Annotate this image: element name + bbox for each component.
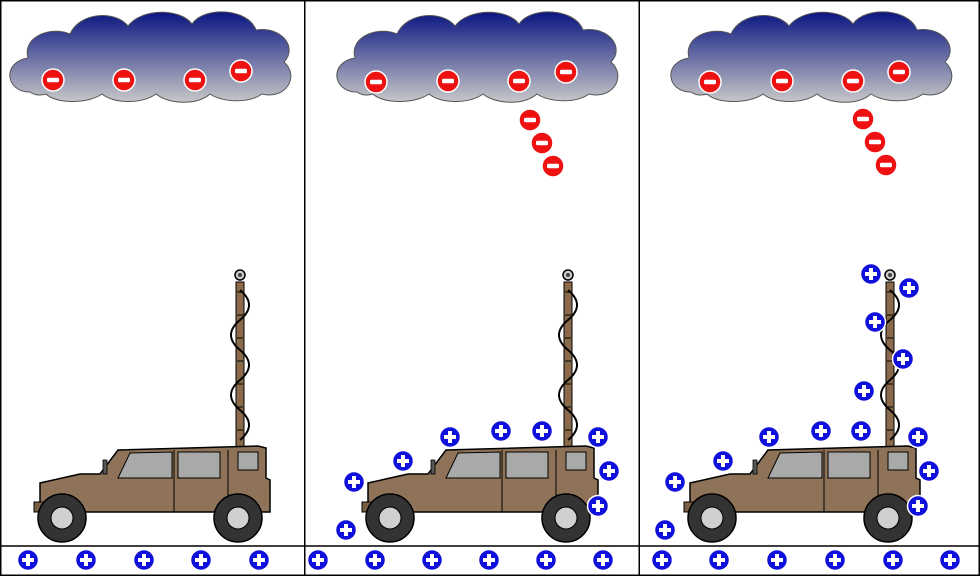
negative-charge-icon <box>518 108 542 132</box>
vehicle-positive-charges <box>653 419 941 542</box>
positive-charge-icon <box>707 548 731 572</box>
storm-cloud <box>9 11 292 103</box>
negative-charge-icon <box>841 69 865 93</box>
positive-charge-icon <box>420 548 444 572</box>
positive-charge-icon <box>597 459 621 483</box>
negative-charge-icon <box>41 68 65 92</box>
positive-charge-icon <box>663 470 687 494</box>
panel-2 <box>306 11 621 572</box>
negative-charge-icon <box>229 59 253 83</box>
positive-charge-icon <box>765 548 789 572</box>
positive-charge-icon <box>586 425 610 449</box>
positive-charge-icon <box>391 449 415 473</box>
front-wheel <box>687 493 737 543</box>
ground-positive-charges <box>650 548 962 572</box>
positive-charge-icon <box>711 449 735 473</box>
panel-3 <box>650 11 962 572</box>
military-vehicle <box>361 269 599 543</box>
positive-charge-icon <box>938 548 962 572</box>
rear-wheel <box>863 493 913 543</box>
negative-charge-icon <box>851 107 875 131</box>
positive-charge-icon <box>342 470 366 494</box>
antenna-mast <box>558 269 578 451</box>
negative-charge-icon <box>364 70 388 94</box>
cloud-negative-charges <box>41 59 253 92</box>
negative-charge-icon <box>112 68 136 92</box>
military-vehicle <box>33 269 271 543</box>
positive-charge-icon <box>16 548 40 572</box>
positive-charge-icon <box>859 262 883 286</box>
negative-charge-icon <box>770 69 794 93</box>
positive-charge-icon <box>917 459 941 483</box>
positive-charge-icon <box>906 494 930 518</box>
positive-charge-icon <box>74 548 98 572</box>
positive-charge-icon <box>438 425 462 449</box>
positive-charge-icon <box>849 419 873 443</box>
positive-charge-icon <box>189 548 213 572</box>
negative-charge-icon <box>698 70 722 94</box>
positive-charge-icon <box>477 548 501 572</box>
positive-charge-icon <box>863 310 887 334</box>
positive-charge-icon <box>334 518 358 542</box>
negative-charge-icon <box>183 68 207 92</box>
positive-charge-icon <box>650 548 674 572</box>
positive-charge-icon <box>363 548 387 572</box>
falling-negative-charges <box>518 108 565 178</box>
ground-positive-charges <box>16 548 271 572</box>
rear-wheel <box>541 493 591 543</box>
cloud-negative-charges <box>698 60 911 94</box>
negative-charge-icon <box>554 60 578 84</box>
positive-charge-icon <box>823 548 847 572</box>
vehicle-positive-charges <box>334 419 621 542</box>
panel-1 <box>9 11 292 572</box>
storm-cloud <box>336 11 619 103</box>
rear-wheel <box>213 493 263 543</box>
positive-charge-icon <box>653 518 677 542</box>
positive-charge-icon <box>891 347 915 371</box>
positive-charge-icon <box>247 548 271 572</box>
positive-charge-icon <box>757 425 781 449</box>
negative-charge-icon <box>436 69 460 93</box>
positive-charge-icon <box>809 419 833 443</box>
front-wheel <box>37 493 87 543</box>
mast-positive-charges <box>852 262 921 403</box>
antenna-mast <box>230 269 250 451</box>
positive-charge-icon <box>132 548 156 572</box>
positive-charge-icon <box>852 379 876 403</box>
positive-charge-icon <box>534 548 558 572</box>
positive-charge-icon <box>489 419 513 443</box>
positive-charge-icon <box>881 548 905 572</box>
front-wheel <box>365 493 415 543</box>
negative-charge-icon <box>530 131 554 155</box>
negative-charge-icon <box>887 60 911 84</box>
cloud-negative-charges <box>364 60 578 94</box>
positive-charge-icon <box>897 276 921 300</box>
positive-charge-icon <box>906 425 930 449</box>
negative-charge-icon <box>874 153 898 177</box>
positive-charge-icon <box>530 419 554 443</box>
storm-cloud <box>670 11 953 103</box>
military-vehicle <box>683 269 921 543</box>
falling-negative-charges <box>851 107 898 177</box>
ground-positive-charges <box>306 548 615 572</box>
negative-charge-icon <box>507 69 531 93</box>
positive-charge-icon <box>306 548 330 572</box>
negative-charge-icon <box>541 154 565 178</box>
negative-charge-icon <box>863 130 887 154</box>
panel-3-frame <box>638 0 980 576</box>
positive-charge-icon <box>591 548 615 572</box>
positive-charge-icon <box>586 494 610 518</box>
